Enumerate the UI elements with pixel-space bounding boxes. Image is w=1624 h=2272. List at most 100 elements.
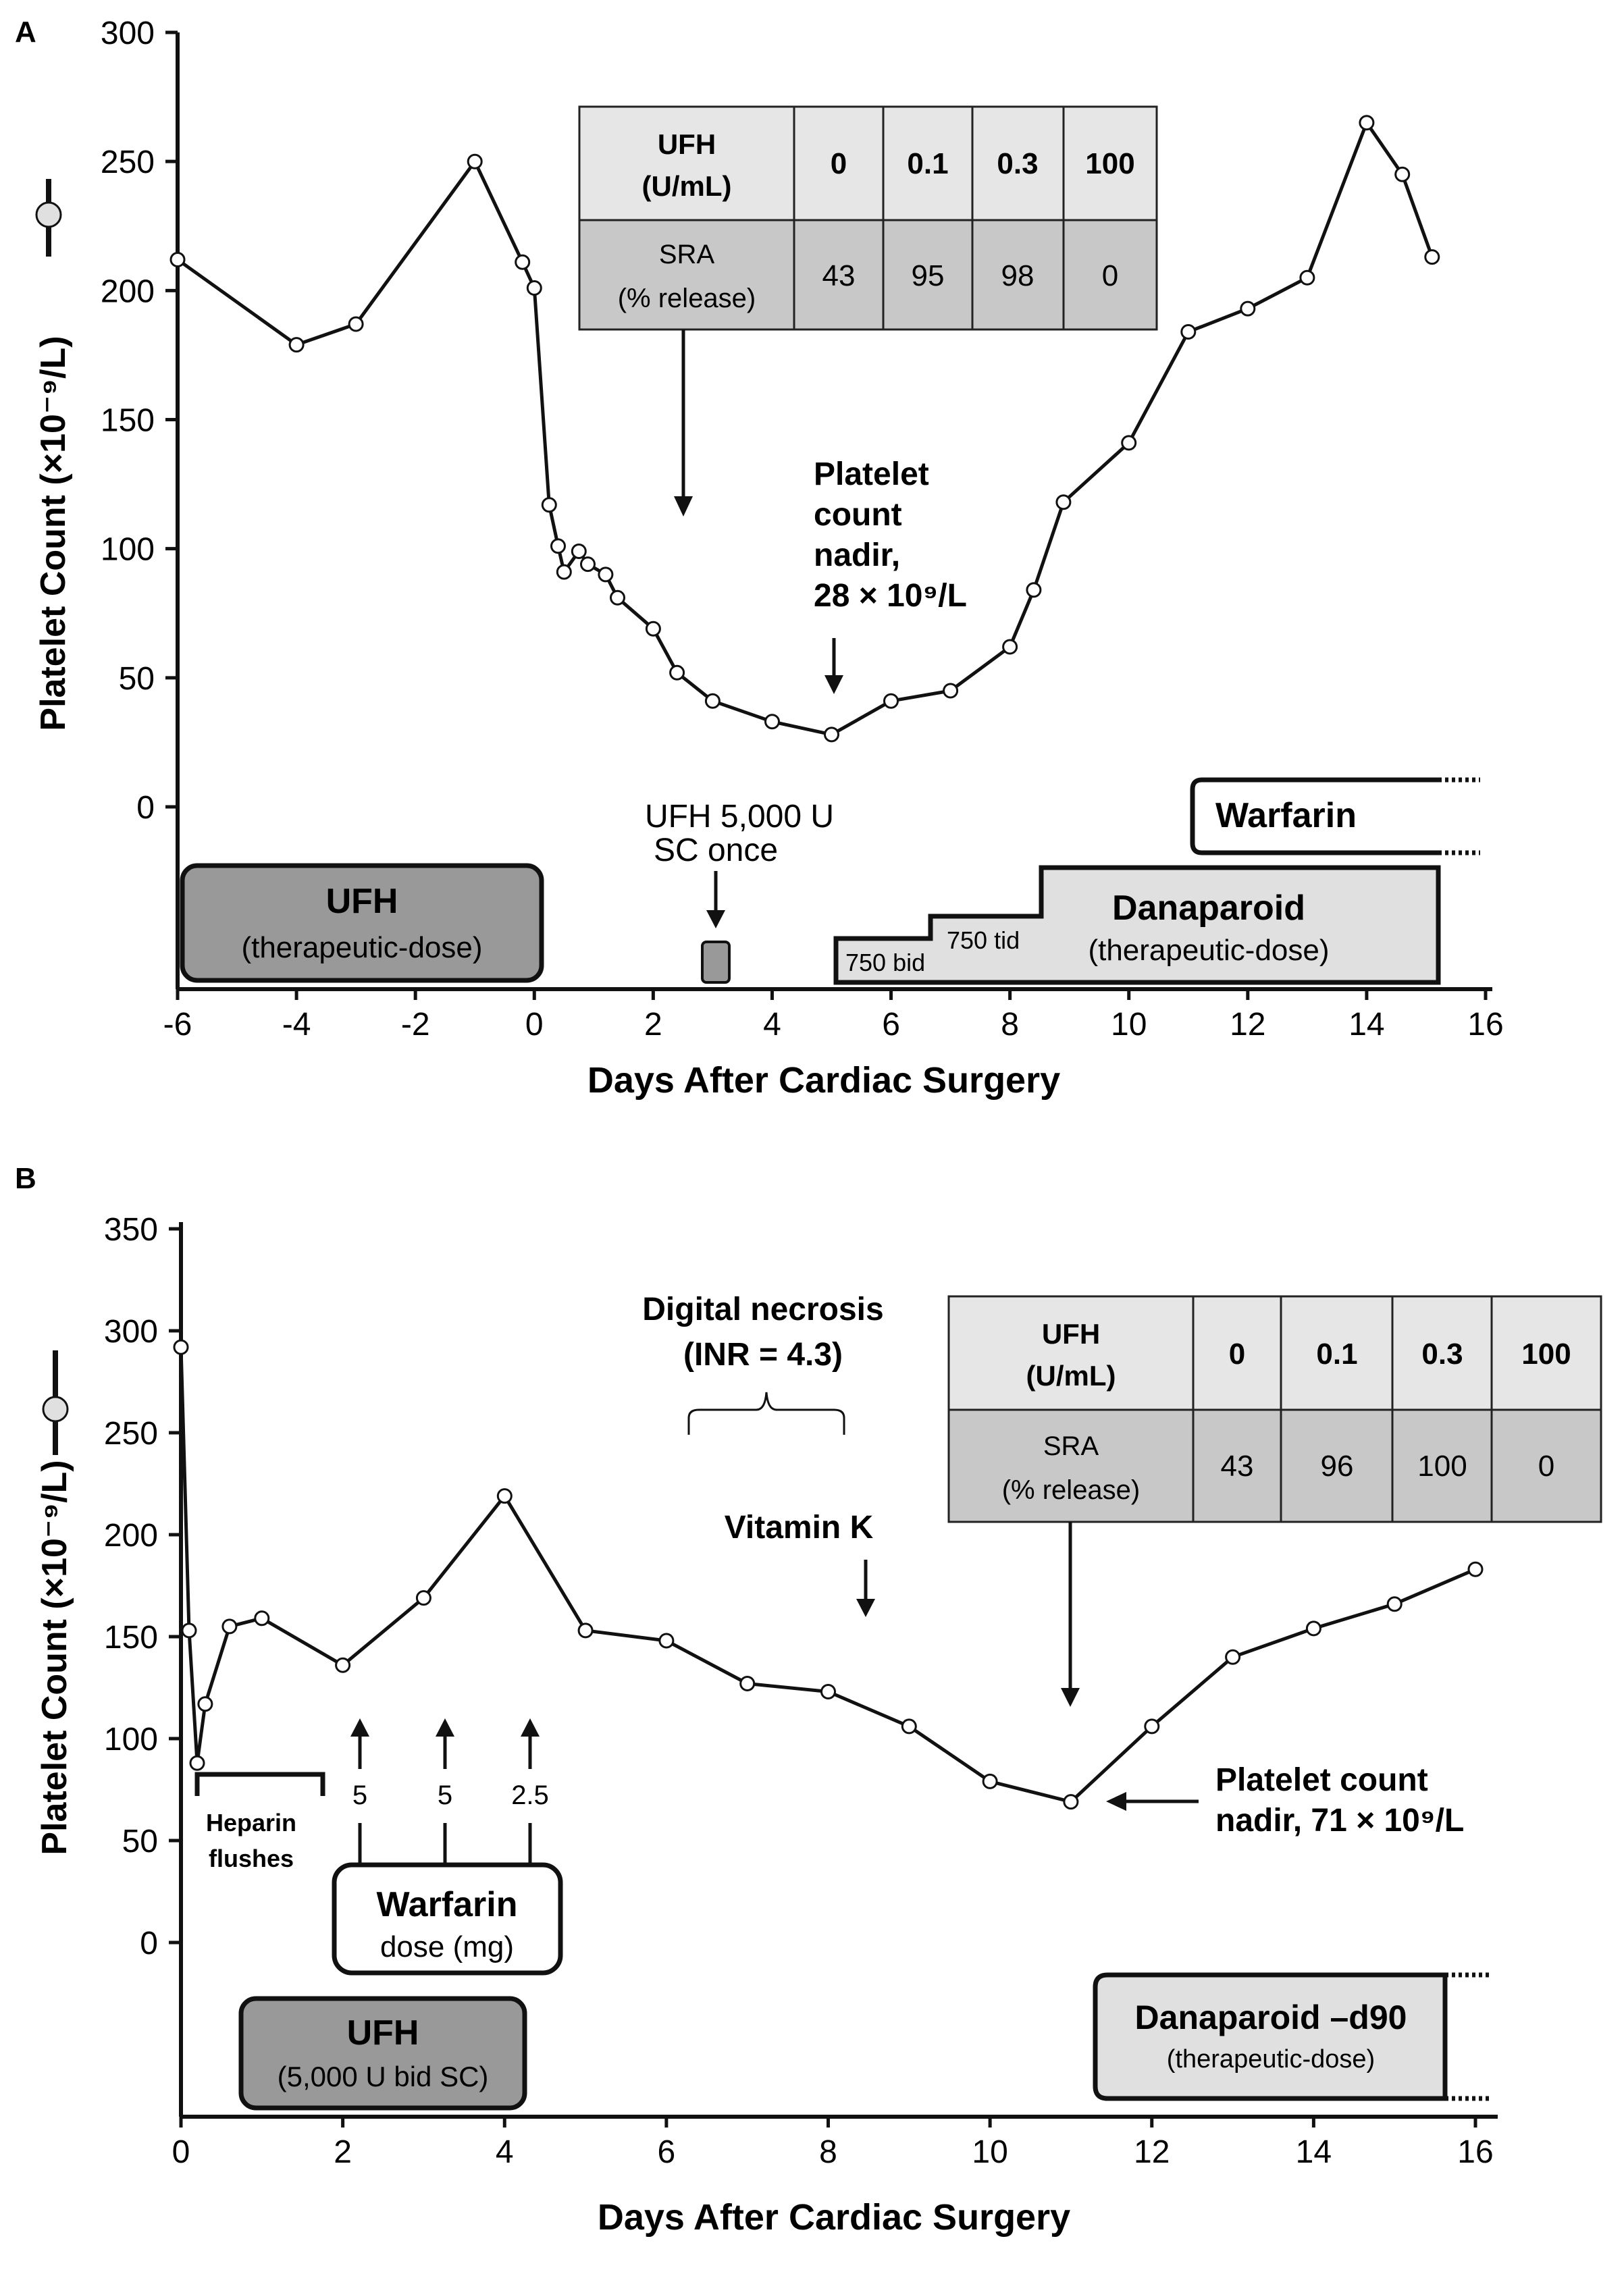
data-point [739,1676,756,1691]
table-a-header-label-line1: UFH [658,128,716,160]
y-tick-label: 200 [104,1518,158,1554]
data-point [467,153,483,169]
nadir-annotation-b: Platelet count nadir, 71 × 10⁹/L [1106,1762,1464,1839]
table-b-header-1: 0 [1229,1338,1245,1371]
data-point [254,1610,270,1627]
table-b-header-2: 0.1 [1316,1338,1357,1371]
table-b-row-label-line2: (% release) [1002,1475,1141,1505]
x-tick-label: 16 [1457,2134,1493,2170]
x-tick-label: 14 [1296,2134,1332,2170]
table-a-cell-1: 43 [822,259,856,292]
data-point [1359,115,1375,131]
nadir-a-line4: 28 × 10⁹/L [814,578,967,614]
data-point [335,1657,351,1673]
x-tick-label: -4 [282,1007,311,1042]
sra-table-a: UFH (U/mL) 0 0.1 0.3 100 SRA (% release)… [578,105,1158,331]
data-point [1467,1561,1484,1577]
data-point [1299,269,1315,286]
danaparoid-box-a: Danaparoid (therapeutic-dose) 750 bid 75… [833,865,1441,985]
data-point [1225,1649,1241,1665]
warfarin-dose-2: 5 [438,1780,452,1810]
heparin-flushes-annotation: Heparin flushes [194,1772,325,1872]
x-tick-label: 0 [525,1007,544,1042]
ufh-box-a-title: UFH [326,882,398,921]
warfarin-box-a: Warfarin [1190,777,1480,855]
y-tick-label: 200 [101,273,155,309]
nadir-b-line2: nadir, 71 × 10⁹/L [1215,1803,1464,1839]
ufh-box-b-subtitle: (5,000 U bid SC) [278,2061,489,2092]
x-axis-label-a: Days After Cardiac Surgery [587,1060,1060,1101]
x-tick-label: 14 [1348,1007,1384,1042]
data-point [515,254,531,270]
y-tick-label: 300 [101,16,155,51]
table-b-cell-1: 43 [1221,1450,1254,1483]
x-tick-label: -6 [163,1007,192,1042]
vitamin-k-annotation: Vitamin K [725,1510,875,1617]
table-b-header-3: 0.3 [1421,1338,1463,1371]
y-axis-legend-symbol-b [42,1350,69,1455]
table-a-header-label-line2: (U/mL) [642,170,732,202]
data-point [550,538,566,554]
table-b-header-label-line1: UFH [1042,1318,1100,1350]
data-point [1394,166,1411,182]
x-tick-label: 4 [496,2134,514,2170]
warfarin-dose-3: 2.5 [511,1780,549,1810]
sra-table-b: UFH (U/mL) 0 0.1 0.3 100 SRA (% release)… [947,1295,1602,1523]
data-point [764,714,780,730]
nadir-b-line1: Platelet count [1215,1762,1428,1798]
data-point [820,1684,836,1699]
x-tick-label: 10 [1111,1007,1147,1042]
warfarin-box-b-title: Warfarin [377,1885,518,1924]
danaparoid-a-title: Danaparoid [1112,889,1305,928]
data-point [541,497,557,513]
data-point [197,1696,213,1712]
nadir-a-line3: nadir, [814,537,900,573]
warfarin-box-b-subtitle: dose (mg) [380,1930,514,1963]
y-tick-label: 250 [101,144,155,180]
x-tick-label: 10 [972,2134,1007,2170]
data-point [221,1618,238,1635]
ufh-box-a-subtitle: (therapeutic-dose) [241,931,482,964]
data-point [610,589,625,606]
data-point [1121,435,1137,451]
data-point [1144,1718,1160,1735]
necrosis-annotation: Digital necrosis (INR = 4.3) [642,1292,884,1435]
data-point [943,683,959,699]
table-b-header-label-line2: (U/mL) [1026,1360,1116,1392]
ufh-once-annotation: UFH 5,000 U SC once [645,799,834,984]
x-axis-label-b: Days After Cardiac Surgery [598,2197,1070,2238]
nadir-a-line1: Platelet [814,456,929,492]
danaparoid-b-title: Danaparoid –d90 [1135,1999,1407,2036]
table-b-cell-3: 100 [1417,1450,1467,1483]
heparin-flushes-line2: flushes [209,1845,294,1872]
panel-a: A Platelet Count (×10⁻⁹/L) 0501001502002… [15,16,1504,1101]
vitamin-k-label: Vitamin K [725,1510,874,1546]
data-point [1055,494,1072,510]
x-tick-label: 12 [1134,2134,1170,2170]
necrosis-brace [687,1392,845,1435]
series-b [173,1339,1484,1810]
panel-label-b: B [15,1162,36,1195]
data-point [1180,324,1197,340]
data-point [883,693,899,709]
data-point [348,316,364,332]
y-tick-label: 150 [104,1620,158,1656]
nadir-annotation-a: Platelet count nadir, 28 × 10⁹/L [814,456,967,694]
data-point [556,564,572,580]
danaparoid-a-subtitle: (therapeutic-dose) [1088,934,1329,967]
x-tick-label: 6 [882,1007,900,1042]
ufh-box-a: UFH (therapeutic-dose) [180,863,544,983]
data-point [288,337,305,353]
warfarin-a-label: Warfarin [1215,796,1357,835]
table-a-row-label-line2: (% release) [618,284,756,313]
data-point [173,1339,189,1355]
danaparoid-b-subtitle: (therapeutic-dose) [1167,2045,1375,2073]
x-tick-label: -2 [401,1007,430,1042]
table-b-cell-4: 0 [1538,1450,1554,1483]
data-point [658,1633,675,1649]
